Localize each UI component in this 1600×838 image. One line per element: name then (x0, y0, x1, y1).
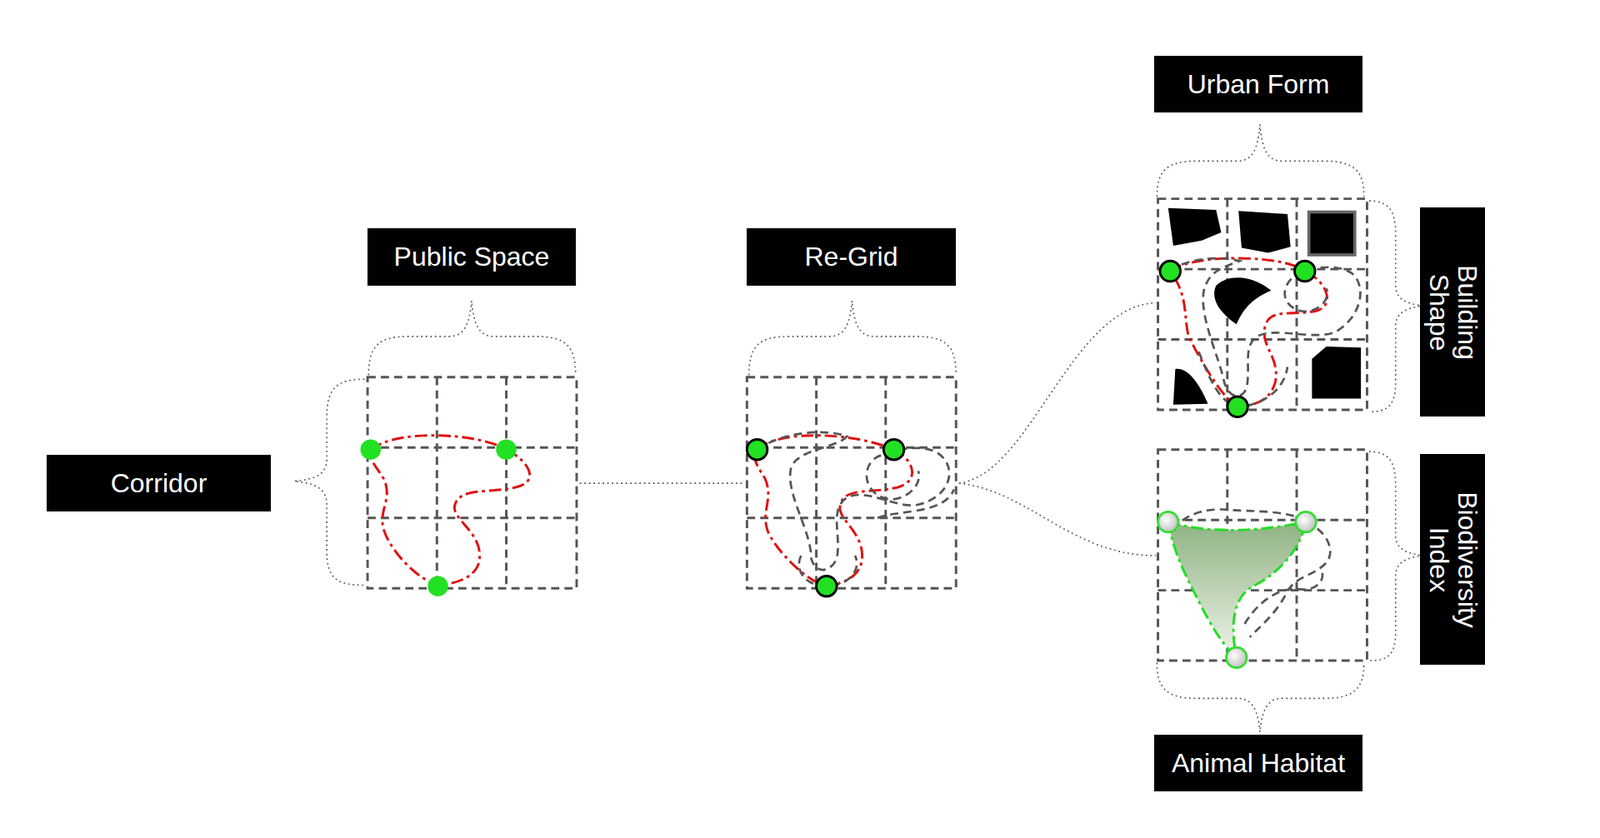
label-box: Corridor (46, 455, 271, 512)
label-text: Urban Form (1187, 69, 1330, 100)
label-box: Re-Grid (746, 228, 956, 286)
grid (367, 199, 1367, 661)
label-text: Corridor (110, 468, 208, 500)
label-box: Building Shape (1420, 207, 1485, 417)
building-blocks (1168, 208, 1361, 405)
label-box: Urban Form (1154, 55, 1363, 113)
corridor-path (360, 435, 530, 597)
label-text: Re-Grid (804, 241, 898, 273)
regrid-path (746, 432, 954, 597)
habitat-area (1158, 510, 1331, 669)
label-text: Building Shape (1424, 265, 1480, 360)
urban-paths (1160, 258, 1360, 418)
bracket (294, 124, 1424, 732)
label-box: Biodiversity Index (1420, 454, 1485, 665)
label-box: Public Space (367, 228, 576, 286)
label-box: Animal Habitat (1154, 735, 1363, 792)
label-text: Public Space (394, 241, 550, 273)
label-text: Biodiversity Index (1424, 491, 1480, 629)
label-text: Animal Habitat (1171, 748, 1345, 780)
